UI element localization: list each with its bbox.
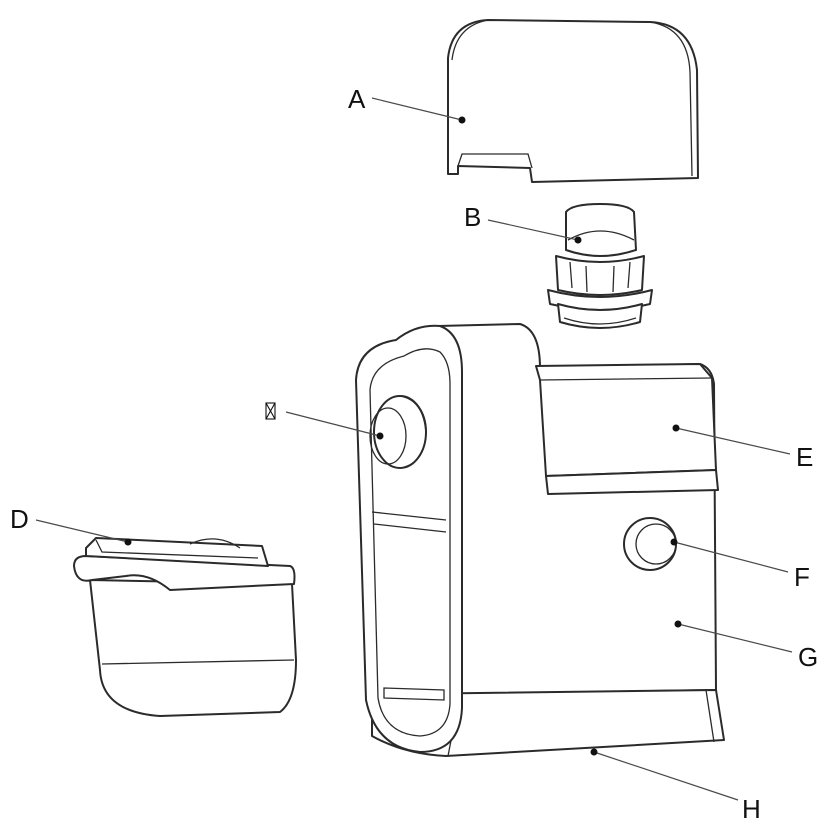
- part-b-filter-cap: [547, 203, 653, 329]
- label-a: A: [348, 84, 366, 114]
- callout-dots: [124, 116, 682, 756]
- dot-h: [590, 748, 598, 756]
- leader-g: [677, 623, 793, 653]
- label-d: D: [10, 504, 29, 534]
- leader-f: [673, 541, 789, 573]
- leader-h: [593, 751, 739, 801]
- dot-g: [674, 620, 682, 628]
- label-h: H: [742, 794, 761, 824]
- callout-labels: A B D E F G H: [10, 84, 818, 824]
- dot-b: [574, 236, 582, 244]
- part-g-main-body: [355, 323, 725, 757]
- dot-f: [670, 538, 678, 546]
- label-f: F: [794, 562, 810, 592]
- label-e: E: [796, 442, 813, 472]
- part-a-top-cover: [447, 19, 699, 183]
- leader-b: [487, 219, 579, 241]
- dot-c: [376, 432, 384, 440]
- label-b: B: [464, 202, 481, 232]
- leader-c: [285, 411, 381, 437]
- dot-d: [124, 538, 132, 546]
- dot-e: [672, 424, 680, 432]
- label-g: G: [798, 642, 818, 672]
- leader-lines: [35, 97, 793, 801]
- leader-d: [35, 519, 129, 543]
- dot-a: [458, 116, 466, 124]
- label-c-placeholder-glyph: [265, 402, 276, 420]
- leader-a: [371, 97, 463, 121]
- leader-e: [675, 427, 791, 455]
- part-d-water-tank: [73, 537, 297, 717]
